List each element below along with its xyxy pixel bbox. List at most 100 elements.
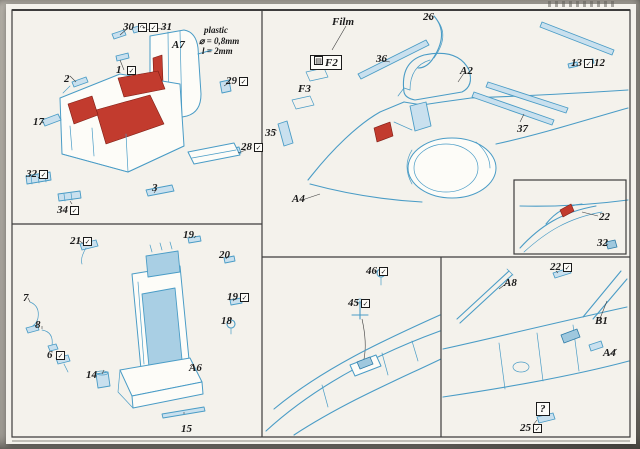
part-label-film: Film [332, 16, 354, 28]
part-label-29: 29 [226, 75, 237, 87]
red-highlight-part [67, 95, 99, 125]
label-text: 34 [57, 204, 68, 216]
label-text: F3 [298, 83, 311, 95]
part-label-35: 35 [265, 127, 276, 139]
label-text: 35 [265, 127, 276, 139]
red-highlight-part [95, 94, 165, 145]
label-text: 21 [70, 235, 81, 247]
part-label-a6: A6 [189, 362, 202, 374]
label-text: 8 [35, 319, 41, 331]
label-text: 19 [183, 229, 194, 241]
label-text: 6 [47, 349, 53, 361]
label-text: 31 [161, 21, 172, 33]
part-label-19: 19 [183, 229, 194, 241]
part-label--0-8mm: ⌀ = 0,8mm [199, 36, 239, 46]
part-label-7: 7 [23, 292, 29, 304]
cockpit-tub-assembly-drawing [25, 24, 247, 205]
part-label-21: 21 [70, 235, 81, 247]
label-text: ⌀ = 0,8mm [199, 36, 240, 46]
part-label-32: 32 [597, 237, 608, 249]
red-highlight-part [117, 70, 166, 98]
part-label-46: 46 [366, 265, 377, 277]
label-text: l = 2mm [202, 46, 233, 56]
label-text: A4 [292, 193, 305, 205]
label-text: 26 [423, 11, 434, 23]
label-text: A4 [603, 347, 616, 359]
part-label-a4: A4 [603, 347, 616, 359]
part-label-31: 31 [161, 21, 172, 33]
red-highlight-part [373, 121, 394, 143]
part-label-1: 1 [116, 64, 122, 76]
label-text: 28 [241, 141, 252, 153]
part-label-a2: A2 [460, 65, 473, 77]
check-icon: ✓ [533, 424, 542, 433]
check-icon: ✓ [70, 206, 79, 215]
label-text: 30 [123, 21, 134, 33]
check-icon: ✓ [379, 267, 388, 276]
label-text: ? [540, 403, 546, 415]
label-text: A2 [460, 65, 473, 77]
label-text: A7 [172, 39, 185, 51]
part-label-8: 8 [35, 319, 41, 331]
part-label-36: 36 [376, 53, 387, 65]
cropped-print-artifact [548, 1, 614, 7]
label-text: 3 [152, 182, 158, 194]
part-label-a4: A4 [292, 193, 305, 205]
part-label-12: 12 [594, 57, 605, 69]
part-label-13: 13 [571, 57, 582, 69]
label-text: 29 [226, 75, 237, 87]
label-text: 7 [23, 292, 29, 304]
check-icon: ✓ [361, 299, 370, 308]
label-text: 1 [116, 64, 122, 76]
part-label-30: 30 [123, 21, 134, 33]
fuselage-canopy-drawing [271, 15, 629, 255]
label-text: 32 [597, 237, 608, 249]
label-text: 2 [64, 73, 70, 85]
red-highlight-part [559, 203, 575, 218]
check-icon: ✓ [563, 263, 572, 272]
part-label-34: 34 [57, 204, 68, 216]
part-label-22: 22 [550, 261, 561, 273]
part-label-14: 14 [86, 369, 97, 381]
part-label-a7: A7 [172, 39, 185, 51]
part-label-37: 37 [517, 123, 528, 135]
label-text: 32 [26, 168, 37, 180]
part-label-20: 20 [219, 249, 230, 261]
label-text: 13 [571, 57, 582, 69]
aft-fuselage-drawing [442, 267, 630, 426]
label-text: 15 [181, 423, 192, 435]
label-text: 22 [550, 261, 561, 273]
label-text: A6 [189, 362, 202, 374]
part-label-plastic: plastic [204, 25, 228, 35]
part-label-2: 2 [64, 73, 70, 85]
check-icon: ✓ [239, 77, 248, 86]
label-text: F2 [325, 57, 338, 69]
label-text: B1 [595, 315, 608, 327]
label-text: 18 [221, 315, 232, 327]
label-text: plastic [204, 25, 228, 35]
part-label-28: 28 [241, 141, 252, 153]
part-label-45: 45 [348, 297, 359, 309]
label-text: 46 [366, 265, 377, 277]
part-label-32: 32 [26, 168, 37, 180]
part-label-a8: A8 [504, 277, 517, 289]
label-text: 20 [219, 249, 230, 261]
label-text: 45 [348, 297, 359, 309]
label-text: Film [332, 16, 355, 28]
check-icon: ✓ [39, 170, 48, 179]
check-icon: ✓ [83, 237, 92, 246]
check-icon: ✓ [127, 66, 136, 75]
check-icon: ✓ [254, 143, 263, 152]
part-label-17: 17 [33, 116, 44, 128]
film-icon: ▤ [314, 56, 323, 65]
check-icon: ✓ [584, 59, 593, 68]
label-text: 36 [376, 53, 387, 65]
bend-icon: ↷ [138, 23, 147, 32]
part-label-question: ? [536, 402, 550, 416]
spine-hatch-drawing [265, 268, 441, 436]
part-label-6: 6 [47, 349, 53, 361]
check-icon: ✓ [149, 23, 158, 32]
